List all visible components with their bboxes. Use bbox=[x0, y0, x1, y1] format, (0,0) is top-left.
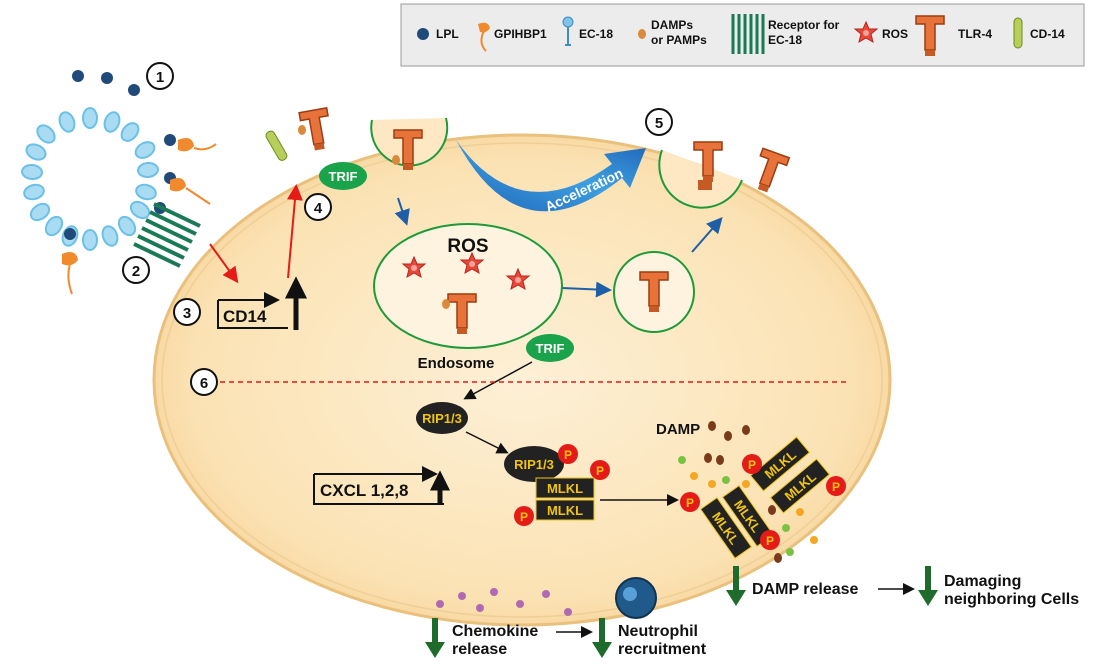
step-2-marker: 2 bbox=[122, 256, 150, 284]
svg-text:3: 3 bbox=[183, 305, 191, 322]
gpihbp1-icon bbox=[478, 22, 490, 52]
damp-ligand-1 bbox=[298, 125, 306, 135]
step-1-marker: 1 bbox=[146, 62, 174, 90]
step-4-marker: 4 bbox=[304, 193, 332, 221]
endosome-fusing bbox=[658, 141, 791, 209]
legend-tlr4: TLR-4 bbox=[958, 27, 992, 41]
arrow-trif-to-rip bbox=[463, 361, 533, 400]
damp-release-label: DAMP release bbox=[752, 581, 859, 598]
cell-membrane-inner bbox=[161, 142, 883, 618]
svg-text:MLKL: MLKL bbox=[547, 503, 583, 518]
cxcl-gene: CXCL 1,2,8 bbox=[313, 466, 451, 505]
damaging-down-arrow-icon bbox=[918, 566, 938, 606]
legend-gpihbp1: GPIHBP1 bbox=[494, 27, 547, 41]
lpl-icon bbox=[417, 28, 429, 40]
legend-ros: ROS bbox=[882, 27, 908, 41]
svg-text:6: 6 bbox=[200, 375, 208, 392]
receptor-ec18-icon bbox=[731, 14, 765, 54]
svg-text:P: P bbox=[686, 496, 694, 510]
step-6-marker: 6 bbox=[190, 368, 218, 396]
svg-text:P: P bbox=[596, 464, 604, 478]
neutrophil-icon bbox=[615, 577, 657, 619]
legend-lpl: LPL bbox=[436, 27, 459, 41]
step-3-marker: 3 bbox=[173, 298, 201, 326]
ros-label: ROS bbox=[447, 236, 488, 257]
legend-cd14: CD-14 bbox=[1030, 27, 1065, 41]
cd14-legend-icon bbox=[1013, 17, 1023, 49]
mlkl-pore-lower: MLKL MLKL P P bbox=[680, 484, 780, 560]
lipoprotein-particle bbox=[21, 70, 217, 295]
neutrophil-label-line2: recruitment bbox=[618, 641, 707, 658]
cxcl-gene-label: CXCL 1,2,8 bbox=[320, 481, 409, 500]
svg-text:2: 2 bbox=[132, 263, 140, 280]
legend-receptor-line2: EC-18 bbox=[768, 33, 802, 47]
svg-text:P: P bbox=[832, 480, 840, 494]
damp-release-down-arrow-icon bbox=[726, 566, 746, 606]
endosome-main: ROS bbox=[373, 223, 563, 349]
chemokine-particles bbox=[436, 588, 572, 616]
chemokine-down-arrow-icon bbox=[425, 618, 445, 658]
legend-box bbox=[400, 3, 1085, 67]
necrosome-complex: RIP1/3 P P MLKL MLKL P bbox=[504, 444, 610, 526]
trif-lower: TRIF bbox=[526, 334, 574, 362]
svg-text:P: P bbox=[520, 510, 528, 524]
endosome-small bbox=[613, 251, 695, 333]
cd14-protein bbox=[265, 130, 288, 161]
arrow-receptor-to-cd14 bbox=[209, 243, 239, 284]
svg-text:P: P bbox=[748, 458, 756, 472]
neutrophil-label-line1: Neutrophil bbox=[618, 623, 698, 640]
arrow-cd14-up bbox=[286, 184, 303, 279]
step-5-marker: 5 bbox=[645, 108, 673, 136]
damp-label: DAMP bbox=[656, 421, 700, 438]
damaging-label-line2: neighboring Cells bbox=[944, 591, 1079, 608]
arrow-endosome-to-small bbox=[561, 281, 612, 298]
chemokine-label-line2: release bbox=[452, 641, 507, 658]
cd14-up-arrow-icon bbox=[284, 276, 308, 330]
trif-top: TRIF bbox=[319, 162, 367, 190]
arrow-rip-to-complex bbox=[465, 431, 509, 454]
svg-text:1: 1 bbox=[156, 69, 164, 86]
gpihbp1-proteins bbox=[62, 138, 194, 266]
legend-receptor-line1: Receptor for bbox=[768, 18, 840, 32]
legend-damps-line1: DAMPs bbox=[651, 18, 693, 32]
damaging-label-line1: Damaging bbox=[944, 573, 1021, 590]
svg-text:RIP1/3: RIP1/3 bbox=[422, 411, 462, 426]
legend-ec18: EC-18 bbox=[579, 27, 613, 41]
svg-text:TRIF: TRIF bbox=[329, 169, 358, 184]
cell-membrane bbox=[152, 133, 892, 627]
rip13-single: RIP1/3 bbox=[416, 402, 468, 434]
chemokine-label-line1: Chemokine bbox=[452, 623, 538, 640]
cd14-gene: CD14 bbox=[217, 276, 308, 330]
damps-icon bbox=[638, 29, 646, 39]
arrow-to-endosome bbox=[394, 197, 410, 226]
svg-text:4: 4 bbox=[314, 200, 323, 217]
arrow-small-to-membrane bbox=[691, 216, 723, 253]
endosome-forming bbox=[370, 117, 449, 171]
svg-text:5: 5 bbox=[655, 115, 663, 132]
ec18-icon bbox=[562, 16, 574, 46]
damp-particles bbox=[678, 421, 818, 563]
svg-text:MLKL: MLKL bbox=[547, 481, 583, 496]
ec18-receptor bbox=[133, 202, 201, 268]
svg-text:RIP1/3: RIP1/3 bbox=[514, 457, 554, 472]
cd14-gene-label: CD14 bbox=[223, 307, 267, 326]
endosome-label: Endosome bbox=[418, 355, 495, 372]
svg-text:P: P bbox=[766, 534, 774, 548]
cxcl-up-arrow-icon bbox=[429, 470, 451, 505]
svg-text:TRIF: TRIF bbox=[536, 341, 565, 356]
neutrophil-down-arrow-icon bbox=[592, 618, 612, 658]
legend: LPL GPIHBP1 EC-18 DAMPs or PAMPs Recepto… bbox=[400, 3, 1085, 67]
legend-damps-line2: or PAMPs bbox=[651, 33, 707, 47]
svg-text:P: P bbox=[564, 448, 572, 462]
